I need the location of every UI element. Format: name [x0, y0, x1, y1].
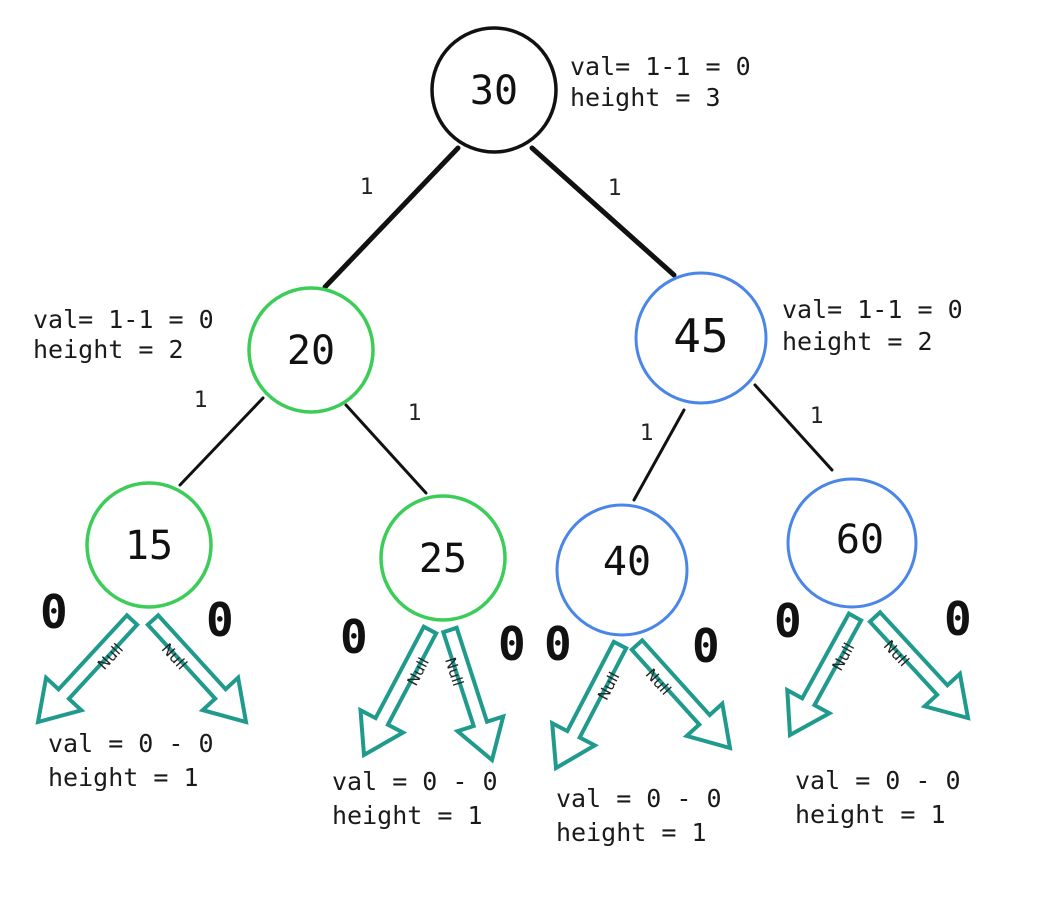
node-circle — [634, 271, 768, 405]
edge-20-25 — [344, 403, 428, 495]
null-arrow-25-left — [358, 623, 439, 759]
node-circle — [247, 286, 375, 414]
node-value: 15 — [125, 523, 173, 569]
node-circle — [786, 477, 918, 609]
annotation-20-val: val= 1-1 = 0 — [33, 305, 214, 334]
edge-weight-30-20: 1 — [360, 175, 374, 200]
node-value: 60 — [836, 517, 884, 563]
node-value: 40 — [603, 539, 651, 585]
annotation-15-val: val = 0 - 0 — [48, 729, 214, 758]
null-height-60-left: 0 — [774, 594, 802, 648]
node-60: 60 — [786, 477, 918, 609]
edge-30-45 — [529, 145, 677, 278]
tree-nodes: 30 20 45 15 25 40 60 — [85, 26, 918, 637]
edge-weight-20-15: 1 — [194, 388, 208, 413]
edge-weights: 1 1 1 1 1 1 — [194, 175, 824, 446]
null-arrow-15-left — [35, 612, 140, 725]
node-15: 15 — [85, 481, 213, 609]
annotation-40-height: height = 1 — [556, 818, 707, 847]
null-arrow-40-right — [628, 637, 733, 751]
annotation-25-height: height = 1 — [332, 801, 483, 830]
edge-weight-30-45: 1 — [608, 176, 622, 201]
annotation-20-height: height = 2 — [33, 335, 184, 364]
null-height-25-left: 0 — [340, 610, 368, 664]
null-arrow-15-right — [144, 612, 249, 725]
node-circle — [379, 494, 507, 622]
node-value: 20 — [287, 328, 335, 374]
edge-weight-45-60: 1 — [810, 404, 824, 429]
node-20: 20 — [247, 286, 375, 414]
node-30: 30 — [430, 26, 558, 154]
node-value: 30 — [470, 68, 518, 114]
edge-weight-45-40: 1 — [640, 421, 654, 446]
null-arrow-25-right — [440, 625, 507, 764]
node-40: 40 — [555, 503, 689, 637]
annotation-30-val: val= 1-1 = 0 — [570, 52, 751, 81]
node-value: 25 — [419, 536, 467, 582]
null-height-15-left: 0 — [40, 585, 68, 639]
node-circle — [430, 26, 558, 154]
tree-edges — [178, 145, 834, 502]
null-arrow-40-left — [549, 639, 629, 772]
annotation-15-height: height = 1 — [48, 763, 199, 792]
annotation-60-val: val = 0 - 0 — [795, 766, 961, 795]
null-arrow-60-left — [785, 610, 864, 739]
node-45: 45 — [634, 271, 768, 405]
annotation-45-val: val= 1-1 = 0 — [782, 295, 963, 324]
null-height-25-right: 0 — [498, 617, 526, 671]
annotation-45-height: height = 2 — [782, 327, 933, 356]
node-annotations: val= 1-1 = 0 height = 3 val= 1-1 = 0 hei… — [33, 52, 963, 847]
null-arrow-60-right — [867, 609, 971, 721]
annotation-30-height: height = 3 — [570, 83, 721, 112]
edge-weight-20-25: 1 — [408, 401, 422, 426]
null-height-40-left: 0 — [544, 617, 572, 671]
null-height-40-right: 0 — [692, 619, 720, 673]
annotation-25-val: val = 0 - 0 — [332, 767, 498, 796]
annotation-60-height: height = 1 — [795, 800, 946, 829]
edge-30-20 — [322, 145, 461, 290]
node-circle — [555, 503, 689, 637]
node-25: 25 — [379, 494, 507, 622]
node-value: 45 — [673, 309, 728, 363]
node-circle — [85, 481, 213, 609]
annotation-40-val: val = 0 - 0 — [556, 784, 722, 813]
edge-45-40 — [632, 408, 686, 502]
null-height-15-right: 0 — [206, 593, 234, 647]
edge-45-60 — [753, 383, 834, 472]
null-height-60-right: 0 — [944, 592, 972, 646]
edge-20-15 — [178, 396, 265, 487]
